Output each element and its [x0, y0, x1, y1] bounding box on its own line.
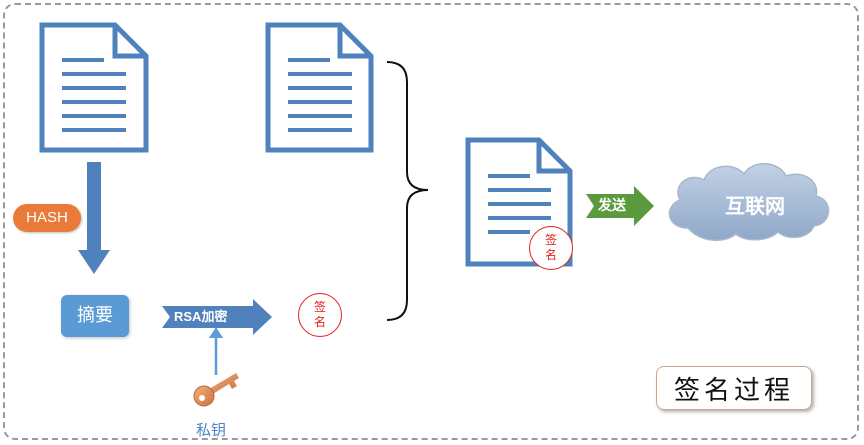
seal-char: 签 [313, 300, 326, 314]
signature-seal: 签 名 [298, 293, 342, 337]
rsa-encrypt-label: RSA加密 [174, 309, 228, 324]
send-label: 发送 [598, 198, 626, 214]
key-up-arrow [209, 327, 223, 375]
private-key-label: 私钥 [196, 421, 227, 439]
internet-label: 互联网 [725, 194, 785, 218]
seal-char: 名 [313, 315, 326, 329]
digest-box: 摘要 [61, 295, 129, 337]
hash-badge: HASH [13, 204, 81, 232]
key-icon [193, 373, 239, 407]
hash-down-arrow [78, 162, 110, 274]
diagram-frame [3, 3, 859, 440]
original-document-icon [39, 22, 149, 153]
internet-cloud-icon [668, 163, 830, 241]
document-copy-icon [265, 22, 374, 153]
rsa-encrypt-arrow [162, 299, 272, 335]
combine-brace [386, 61, 429, 321]
seal-char: 名 [544, 248, 557, 262]
document-signature-seal: 签 名 [529, 226, 573, 270]
diagram-title: 签名过程 [656, 366, 812, 410]
send-arrow [586, 186, 654, 226]
seal-char: 签 [544, 233, 557, 247]
